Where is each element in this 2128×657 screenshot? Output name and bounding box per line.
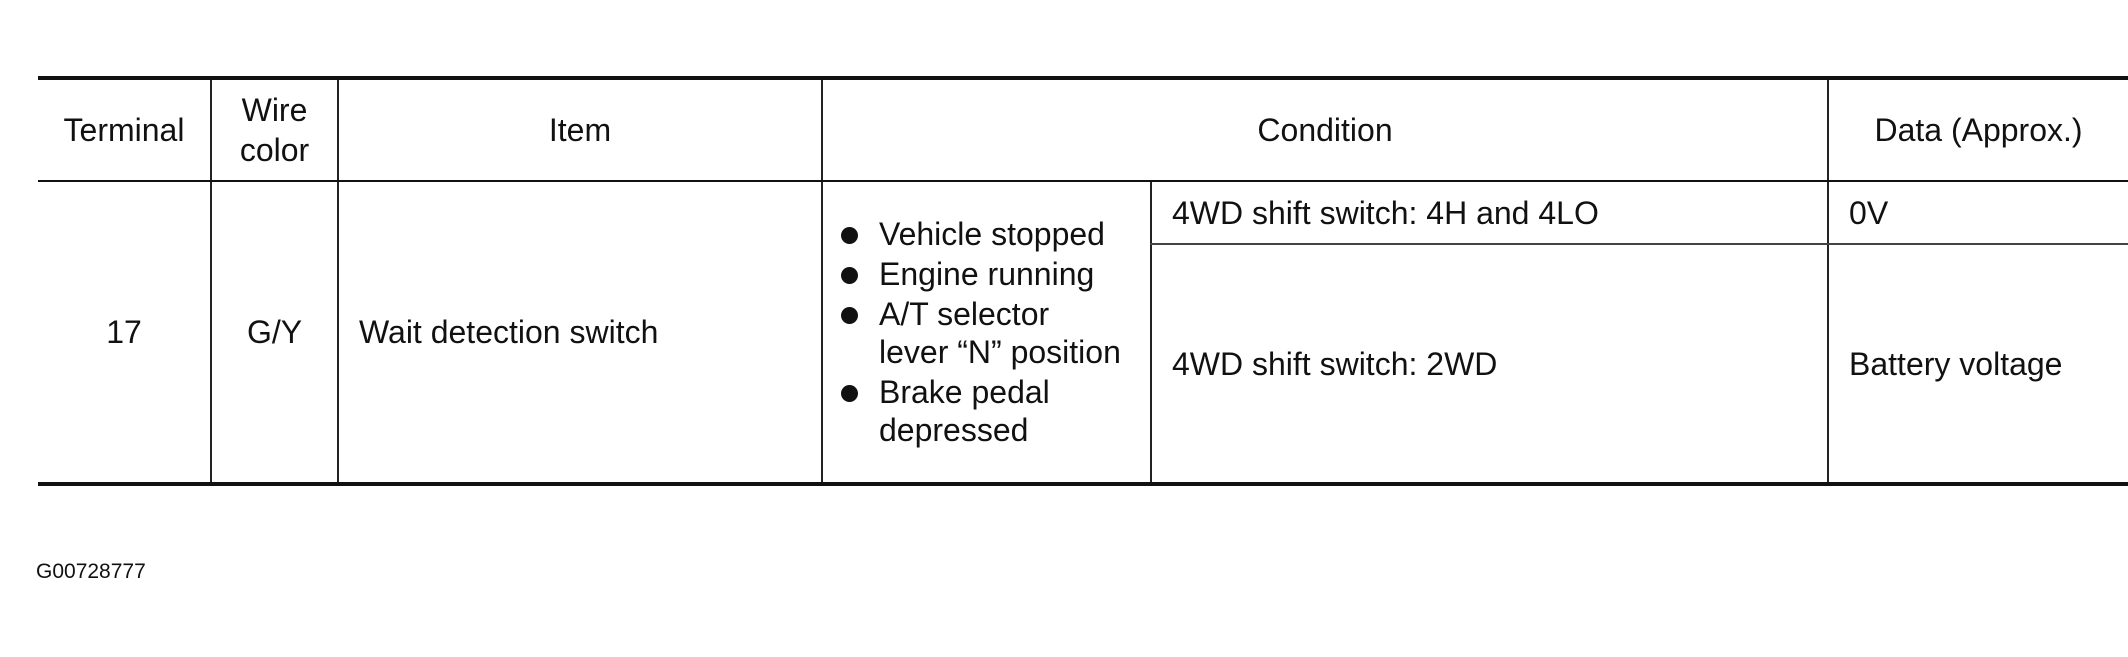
condition-item: Brake pedal depressed [841, 373, 1150, 449]
switch-condition-cell: 4WD shift switch: 2WD [1149, 244, 1829, 486]
terminal-cell: 17 [38, 181, 211, 486]
switch-condition-cell: 4WD shift switch: 4H and 4LO [1149, 181, 1829, 245]
condition-text: Engine running [879, 256, 1095, 292]
table-row: 4WD shift switch: 2WD Battery voltage [38, 244, 2128, 486]
header-condition: Condition [820, 76, 1829, 182]
condition-item: Engine running [841, 255, 1150, 293]
bullet-icon [841, 307, 858, 324]
condition-item: Vehicle stopped [841, 215, 1150, 253]
data-value-cell: Battery voltage [1827, 244, 2128, 486]
condition-list-cell: Vehicle stopped Engine running A/T selec… [821, 181, 1151, 486]
table-row: 17 G/Y Wait detection switch Vehicle sto… [38, 181, 2128, 486]
bullet-icon [841, 385, 858, 402]
figure-code: G00728777 [36, 560, 146, 583]
table-header-row: Terminal Wire color Item Condition Data … [38, 76, 2128, 182]
header-terminal: Terminal [38, 76, 211, 182]
condition-list: Vehicle stopped Engine running A/T selec… [841, 215, 1150, 449]
header-item: Item [337, 76, 822, 182]
header-data: Data (Approx.) [1827, 76, 2128, 182]
item-cell: Wait detection switch [337, 181, 822, 486]
condition-text: Brake pedal depressed [879, 374, 1050, 448]
data-value-cell: 0V [1827, 181, 2128, 245]
condition-text: A/T selector lever “N” position [879, 296, 1121, 370]
bullet-icon [841, 267, 858, 284]
header-wire-color: Wire color [210, 76, 338, 182]
terminal-data-table: Terminal Wire color Item Condition Data … [38, 76, 2128, 486]
wire-color-cell: G/Y [210, 181, 338, 486]
bullet-icon [841, 227, 858, 244]
condition-text: Vehicle stopped [879, 216, 1105, 252]
condition-item: A/T selector lever “N” position [841, 295, 1150, 371]
